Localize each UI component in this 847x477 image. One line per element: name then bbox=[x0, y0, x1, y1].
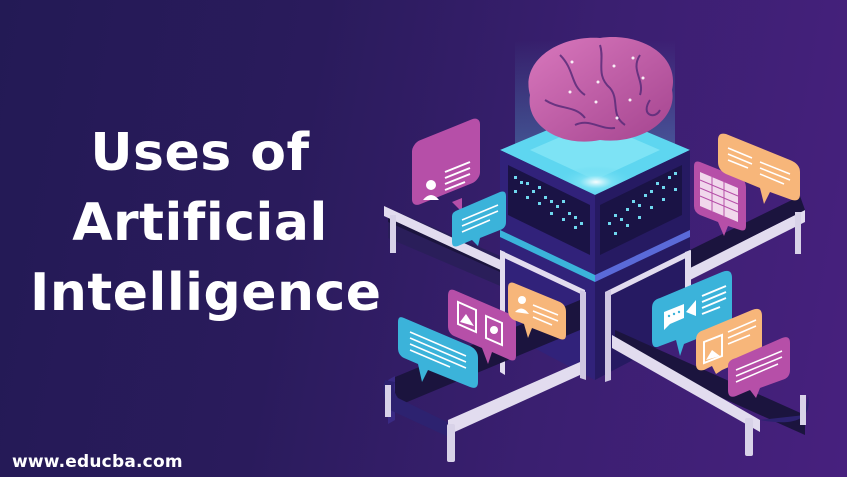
bubble-user-magenta bbox=[412, 118, 480, 212]
bubble-text-cyan bbox=[452, 191, 506, 247]
conveyor-left-back bbox=[384, 206, 505, 288]
image-icon bbox=[457, 300, 477, 334]
bubble-media-magenta bbox=[448, 289, 516, 364]
headline-line-3: Intelligence bbox=[30, 263, 382, 323]
headline-line-2: Artificial bbox=[72, 193, 328, 253]
led-dots-left bbox=[514, 176, 583, 229]
conveyor-right-front bbox=[612, 330, 809, 456]
brain-icon bbox=[528, 37, 674, 142]
website-link[interactable]: www.educba.com bbox=[12, 452, 183, 472]
bubble-text-cyan-front bbox=[398, 317, 478, 388]
user-icon bbox=[426, 180, 436, 190]
bubble-text-peach bbox=[718, 133, 800, 204]
image-icon bbox=[703, 333, 723, 365]
headline: Uses of Artificial Intelligence bbox=[30, 118, 382, 328]
user-icon bbox=[518, 296, 526, 304]
settings-icon bbox=[485, 314, 503, 347]
bubble-user-peach bbox=[508, 282, 566, 340]
bubble-table-magenta bbox=[694, 161, 746, 236]
conveyor-right-back bbox=[690, 196, 805, 280]
headline-line-1: Uses of bbox=[90, 123, 310, 183]
bubble-text-magenta-front bbox=[728, 337, 790, 398]
video-icon bbox=[686, 300, 696, 316]
chat-icon bbox=[664, 304, 684, 330]
led-dots-right bbox=[608, 172, 677, 235]
bubble-chat-cyan bbox=[652, 270, 732, 356]
